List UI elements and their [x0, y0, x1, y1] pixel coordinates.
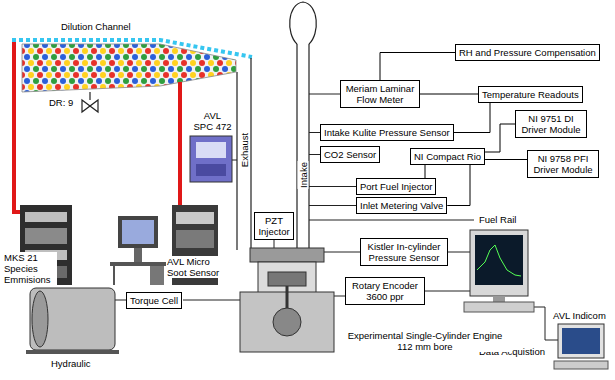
intake-pipe — [297, 44, 309, 248]
spc-device — [232, 160, 237, 161]
dilution-channel — [12, 40, 252, 212]
data-acquisition-computer — [470, 230, 528, 296]
dilution-valve — [82, 100, 98, 112]
dilution-valve — [89, 92, 90, 100]
engine-drawing — [250, 248, 324, 262]
box-label: NI 9758 PFI Driver Module — [531, 153, 595, 175]
signal-line — [447, 165, 470, 206]
box-label: NI 9751 DI Driver Module — [519, 113, 583, 135]
instrument-box: Torque Cell — [126, 292, 182, 309]
exhaust-pipe — [237, 58, 251, 250]
spc-device — [196, 164, 226, 176]
annotation-label: AVL Indicom — [552, 310, 607, 321]
annotation-label: Experimental Single-Cylinder Engine 112 … — [338, 330, 512, 352]
workstation — [110, 216, 168, 285]
signal-line — [454, 103, 490, 133]
soot-sensor-rack — [176, 230, 214, 248]
box-label: Kistler In-cylinder Pressure Sensor — [364, 241, 444, 263]
sensor-wire — [115, 94, 558, 340]
instrument-box: Port Fuel Injector — [356, 178, 436, 195]
engine-drawing — [268, 272, 306, 286]
box-label: RH and Pressure Compensation — [459, 47, 596, 58]
instrument-box: NI Compact Rio — [410, 148, 485, 165]
instrument-box: PZT Injector — [254, 212, 294, 240]
instrument-box: Temperature Readouts — [478, 86, 583, 103]
workstation — [113, 266, 115, 285]
instrument-box: NI 9758 PFI Driver Module — [527, 150, 599, 178]
instrument-box: Meriam Laminar Flow Meter — [340, 80, 420, 108]
hydraulic-dynamometer — [26, 288, 119, 354]
instrument-box: Rotary Encoder 3600 ppr — [345, 277, 425, 305]
spc-device — [190, 136, 232, 182]
indicom-computer — [562, 328, 600, 354]
signal-line — [420, 94, 478, 95]
box-label: PZT Injector — [258, 215, 290, 237]
annotation-label: DR: 9 — [48, 97, 74, 108]
signal-line — [425, 165, 426, 178]
engine-drawing — [240, 248, 334, 352]
indicom-computer — [558, 324, 604, 358]
instrument-box: CO2 Sensor — [320, 146, 380, 163]
engine-drawing — [273, 308, 301, 336]
dilution-channel — [22, 44, 236, 92]
signal-line — [380, 53, 455, 81]
annotation-label: Fuel Rail — [478, 214, 518, 225]
annotation-label: Exhaust — [239, 132, 250, 168]
data-acquisition-computer — [475, 235, 523, 285]
instrument-box: RH and Pressure Compensation — [455, 44, 600, 61]
box-label: Torque Cell — [130, 295, 178, 306]
workstation — [110, 262, 168, 266]
instrument-box: Inlet Metering Valve — [356, 197, 447, 214]
equipment-rack — [25, 212, 67, 222]
data-acquisition-computer — [493, 296, 505, 302]
box-label: Inlet Metering Valve — [360, 200, 443, 211]
dilution-channel — [12, 40, 252, 57]
box-label: Rotary Encoder 3600 ppr — [349, 280, 421, 302]
annotation-label: Hydraulic — [50, 358, 92, 369]
instrument-box: NI 9751 DI Driver Module — [515, 110, 587, 138]
annotation-label: AVL Micro Soot Sensor — [166, 256, 222, 278]
soot-sensor-rack — [176, 212, 214, 224]
instrument-box: Intake Kulite Pressure Sensor — [320, 124, 454, 141]
signal-line — [485, 124, 515, 152]
workstation — [150, 266, 164, 285]
dilution-valve — [82, 92, 98, 112]
hydraulic-dynamometer — [26, 350, 119, 354]
sensor-wire — [115, 94, 558, 340]
spc-device — [196, 142, 226, 158]
dilution-channel — [14, 42, 180, 212]
box-label: NI Compact Rio — [414, 151, 481, 162]
hydraulic-dynamometer — [30, 288, 115, 350]
box-label: CO2 Sensor — [324, 149, 376, 160]
data-acquisition-computer — [464, 302, 534, 312]
workstation — [122, 220, 154, 244]
exhaust-pipe — [237, 58, 251, 250]
box-label: Port Fuel Injector — [360, 181, 432, 192]
equipment-rack — [25, 228, 67, 244]
annotation-label: AVL SPC 472 — [192, 110, 233, 132]
workstation — [134, 248, 142, 262]
box-label: Intake Kulite Pressure Sensor — [324, 127, 450, 138]
spc-device — [190, 136, 237, 182]
indicom-computer — [554, 324, 608, 369]
signal-line — [485, 159, 527, 160]
instrument-box: Kistler In-cylinder Pressure Sensor — [360, 238, 448, 266]
box-label: Temperature Readouts — [482, 89, 579, 100]
hydraulic-dynamometer — [32, 291, 48, 347]
annotation-label: Dilution Channel — [60, 21, 132, 32]
data-acquisition-computer — [464, 230, 534, 312]
workstation — [118, 216, 158, 248]
annotation-label: MKS 21 Species Emmisions — [3, 252, 57, 285]
box-label: Meriam Laminar Flow Meter — [344, 83, 416, 105]
indicom-computer — [554, 361, 608, 369]
data-acquisition-computer — [477, 245, 521, 276]
intake-pipe — [290, 2, 317, 44]
annotation-label: Intake — [298, 161, 309, 189]
